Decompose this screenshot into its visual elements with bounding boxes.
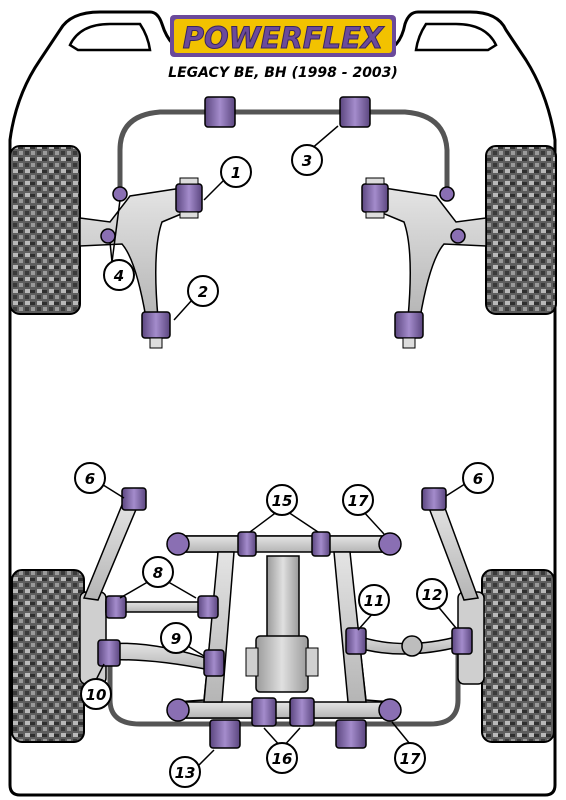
front-right-control-arm — [379, 187, 487, 319]
callout-10: 10 — [80, 678, 112, 710]
differential — [255, 635, 309, 693]
bush-lower-link-inner — [203, 649, 225, 677]
callout-16-label: 16 — [272, 750, 293, 768]
callout-11: 11 — [358, 584, 390, 616]
callout-6-left: 6 — [74, 462, 106, 494]
callout-17-bottom-label: 17 — [400, 750, 421, 768]
callout-17-bottom: 17 — [394, 742, 426, 774]
bush-trailing-arm-left — [121, 487, 147, 511]
bush-front-arm-front-left — [175, 177, 203, 219]
bush-rear-arb-right — [335, 719, 367, 749]
bush-right-link-inner — [345, 627, 367, 655]
bush-lower-link-outer — [97, 639, 121, 667]
callout-10-label: 10 — [86, 686, 107, 704]
callout-13-label: 13 — [175, 764, 196, 782]
bush-diff-rear-right — [289, 697, 315, 727]
bush-front-arb-mount-left — [204, 96, 236, 128]
brand-logo-text: POWERFLEX — [183, 21, 385, 55]
callout-1: 1 — [220, 156, 252, 188]
front-right-tyre — [485, 145, 557, 315]
powerflex-logo: POWERFLEX — [170, 15, 396, 57]
callout-9-label: 9 — [171, 630, 181, 648]
subframe-left-rail — [203, 551, 235, 703]
callout-6-left-label: 6 — [85, 470, 95, 488]
bush-arb-link-left-lower — [100, 228, 116, 244]
callout-4: 4 — [103, 259, 135, 291]
callout-17-top: 17 — [342, 484, 374, 516]
callout-1-label: 1 — [231, 164, 241, 182]
bush-subframe-front-left — [166, 532, 190, 556]
callout-16: 16 — [266, 742, 298, 774]
callout-9: 9 — [160, 622, 192, 654]
rear-anti-roll-bar — [107, 650, 461, 727]
callout-12: 12 — [416, 578, 448, 610]
callout-2-label: 2 — [198, 283, 208, 301]
rear-lower-lateral-link — [107, 642, 213, 671]
bush-upper-link-outer — [105, 595, 127, 619]
car-body-outline — [8, 10, 557, 797]
bush-arb-link-right-lower — [450, 228, 466, 244]
callout-2: 2 — [187, 275, 219, 307]
bush-arb-link-right-upper — [439, 186, 455, 202]
rear-left-tyre — [11, 569, 85, 743]
bush-upper-link-inner — [197, 595, 219, 619]
callout-4-label: 4 — [113, 267, 124, 285]
bush-subframe-front-right — [378, 532, 402, 556]
rear-right-link-balljoint — [401, 635, 423, 657]
subframe-right-rail — [333, 551, 367, 703]
rear-right-tyre — [481, 569, 555, 743]
callout-8: 8 — [142, 556, 174, 588]
front-bumper-line-right — [414, 22, 498, 52]
bush-subframe-rear-right — [378, 698, 402, 722]
callout-15-label: 15 — [272, 492, 293, 510]
prop-shaft — [266, 555, 300, 641]
bush-right-link-outer — [451, 627, 473, 655]
bush-arb-link-left-upper — [112, 186, 128, 202]
callout-8-label: 8 — [153, 564, 163, 582]
bush-diff-front-right — [311, 531, 331, 557]
bush-rear-arb-left — [209, 719, 241, 749]
subframe-rear-crossmember — [175, 701, 393, 719]
bush-diff-front-left — [237, 531, 257, 557]
bush-front-arb-mount-right — [339, 96, 371, 128]
bush-diff-rear-left — [251, 697, 277, 727]
bush-subframe-rear-left — [166, 698, 190, 722]
callout-15: 15 — [266, 484, 298, 516]
callout-3: 3 — [291, 144, 323, 176]
front-anti-roll-bar — [117, 109, 450, 200]
differential-right-lug — [305, 647, 319, 677]
model-title: LEGACY BE, BH (1998 - 2003) — [168, 65, 398, 81]
callout-6-right: 6 — [462, 462, 494, 494]
callout-17-top-label: 17 — [348, 492, 369, 510]
bush-front-arm-rear-right — [394, 311, 424, 349]
front-bumper-line — [68, 22, 152, 52]
rear-left-hub — [79, 591, 107, 685]
front-left-control-arm — [79, 187, 187, 319]
callout-3-label: 3 — [302, 152, 312, 170]
bush-trailing-arm-right — [421, 487, 447, 511]
subframe-front-crossmember — [175, 535, 393, 553]
callout-13: 13 — [169, 756, 201, 788]
bush-front-arm-rear-left — [141, 311, 171, 349]
bush-front-arm-front-right — [361, 177, 389, 219]
callout-6-right-label: 6 — [473, 470, 483, 488]
callout-11-label: 11 — [364, 592, 385, 610]
differential-left-lug — [245, 647, 259, 677]
rear-left-trailing-arm — [82, 499, 142, 601]
front-left-tyre — [9, 145, 81, 315]
callout-12-label: 12 — [422, 586, 443, 604]
